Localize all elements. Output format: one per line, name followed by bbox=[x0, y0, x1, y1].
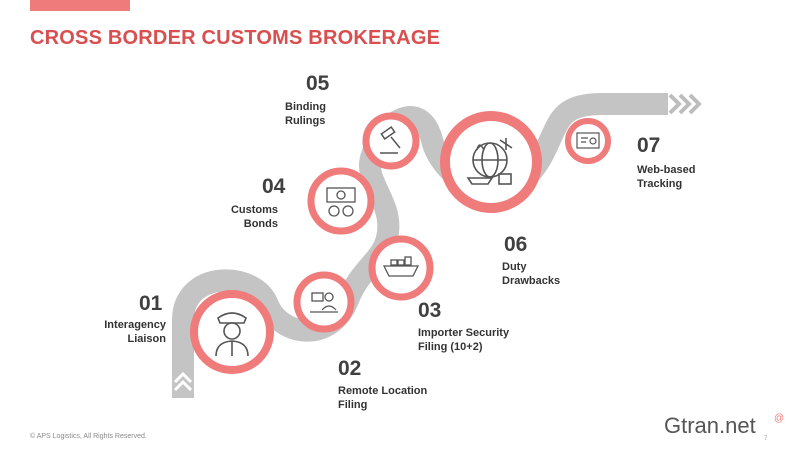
step-01-label-line: Liaison bbox=[127, 333, 166, 345]
step-07-label-line: Web-based bbox=[637, 164, 696, 176]
step-03-label-line: Importer Security bbox=[418, 327, 510, 339]
step-07-label: Web-based Tracking bbox=[637, 163, 695, 191]
step-04-label: Customs Bonds bbox=[196, 203, 278, 231]
start-chevron-icon bbox=[173, 371, 193, 384]
global-logistics-icon bbox=[466, 138, 513, 185]
gavel-icon bbox=[380, 126, 401, 154]
step-05-number: 05 bbox=[306, 72, 330, 95]
step-06-number: 06 bbox=[504, 233, 528, 256]
cargo-ship-icon bbox=[382, 256, 420, 277]
end-chevron-icon bbox=[678, 93, 692, 115]
step-02-label-line: Remote Location bbox=[338, 385, 428, 397]
step-06-label-line: Drawbacks bbox=[502, 275, 561, 287]
tracking-screen-icon bbox=[576, 132, 600, 149]
step-02-label-line: Filing bbox=[338, 399, 368, 411]
step-04-marker bbox=[307, 167, 375, 235]
page-number: 7 bbox=[764, 436, 768, 442]
step-03-number: 03 bbox=[418, 299, 442, 322]
step-05-label-line: Rulings bbox=[285, 115, 326, 127]
step-03-label-line: Filing (10+2) bbox=[418, 341, 483, 353]
step-04-number: 04 bbox=[262, 175, 286, 198]
step-01-number: 01 bbox=[139, 292, 163, 315]
step-05-label: Binding Rulings bbox=[285, 100, 326, 128]
step-02-marker bbox=[293, 271, 355, 333]
start-chevron-icon bbox=[173, 379, 193, 392]
step-02-number: 02 bbox=[338, 357, 362, 380]
step-06-marker bbox=[440, 111, 542, 213]
step-02-label: Remote Location Filing bbox=[338, 384, 427, 412]
copyright-footer: © APS Logistics, All Rights Reserved. bbox=[30, 433, 147, 440]
step-05-marker bbox=[362, 112, 420, 170]
step-06-label: Duty Drawbacks bbox=[502, 260, 560, 288]
bond-money-icon bbox=[326, 187, 356, 217]
slide-title: CROSS BORDER CUSTOMS BROKERAGE bbox=[30, 27, 441, 49]
remote-worker-icon bbox=[310, 292, 338, 313]
step-01-marker bbox=[190, 290, 274, 374]
step-03-label: Importer Security Filing (10+2) bbox=[418, 326, 509, 354]
step-07-label-line: Tracking bbox=[637, 178, 683, 190]
step-04-label-line: Customs bbox=[230, 204, 278, 216]
step-06-label-line: Duty bbox=[502, 261, 527, 273]
step-07-number: 07 bbox=[637, 134, 661, 157]
customs-officer-icon bbox=[215, 312, 249, 357]
top-accent-bar bbox=[30, 0, 130, 11]
step-01-label-line: Interagency bbox=[104, 319, 166, 331]
step-03-marker bbox=[368, 235, 434, 301]
step-01-label: Interagency Liaison bbox=[62, 318, 166, 346]
logo-at-icon: @ bbox=[774, 413, 785, 424]
brand-logo: Gtran.net bbox=[664, 413, 756, 438]
step-04-label-line: Bonds bbox=[243, 218, 278, 230]
step-07-marker bbox=[565, 118, 611, 164]
end-chevron-icon bbox=[688, 93, 702, 115]
step-05-label-line: Binding bbox=[285, 101, 326, 113]
end-chevron-icon bbox=[668, 93, 682, 115]
